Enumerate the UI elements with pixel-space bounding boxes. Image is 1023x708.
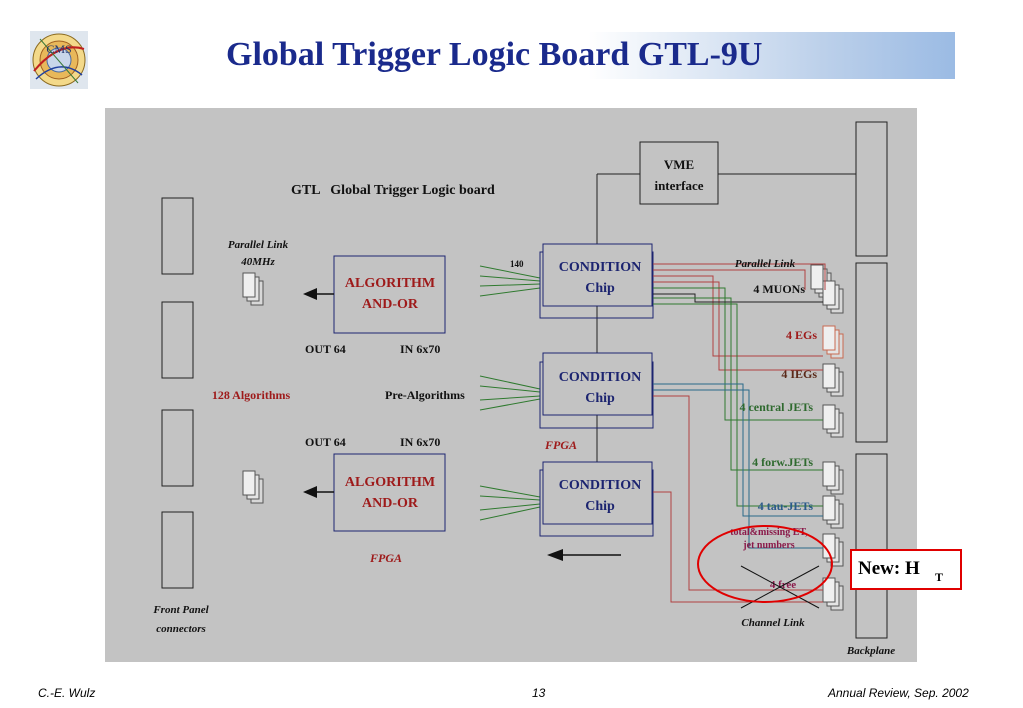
algorithm-box-bottom: [333, 453, 446, 532]
logo-text: CMS: [46, 42, 71, 56]
footer-author: C.-E. Wulz: [38, 686, 96, 700]
parallel-link-left-2: 40MHz: [240, 256, 275, 268]
slide-title: Global Trigger Logic Board GTL-9U: [226, 36, 763, 73]
footer-page-number: 13: [532, 686, 546, 700]
condition-2-label-1: CONDITION: [559, 370, 641, 385]
label-egs: 4 EGs: [786, 328, 817, 342]
algorithm-box-top: [333, 255, 446, 334]
vme-label-2: interface: [654, 178, 703, 193]
card-stack-free: [822, 577, 844, 611]
condition-3-label-2: Chip: [585, 499, 615, 514]
condition-chip-3: [542, 461, 653, 525]
input-lines-mid: [479, 375, 541, 411]
board-title: GTL Global Trigger Logic board: [291, 183, 495, 198]
front-connector-2: [161, 301, 194, 379]
label-total-missing-1: total&missing ET,: [730, 527, 808, 538]
gtl-diagram: VME interface GTL Global Trigger Logic b…: [152, 121, 895, 657]
left-card-stack-top: [242, 272, 264, 306]
front-panel-2: connectors: [156, 623, 206, 635]
backplane-connector-3: [855, 453, 888, 639]
new-ht-subscript: T: [935, 570, 944, 584]
input-lines-top: [479, 265, 541, 297]
cms-logo: CMS: [30, 31, 88, 89]
pre-algorithms: Pre-Algorithms: [385, 388, 465, 402]
fpga-bottom: FPGA: [369, 551, 402, 565]
label-forw-jets: 4 forw.JETs: [752, 455, 813, 469]
card-stack-tau-jets: [822, 495, 844, 529]
front-panel-1: Front Panel: [152, 604, 209, 616]
card-stack-forw-jets: [822, 461, 844, 495]
backplane-connector-2: [855, 262, 888, 443]
label-tau-jets: 4 tau-JETs: [758, 499, 814, 513]
in-bottom: IN 6x70: [400, 435, 440, 449]
label-central-jets: 4 central JETs: [739, 400, 813, 414]
arrow-left-bottom: [303, 486, 317, 498]
label-iegs: 4 IEGs: [781, 367, 817, 381]
backplane-connector-1: [855, 121, 888, 257]
backplane-label: Backplane: [846, 645, 895, 657]
new-ht-label: New: H: [858, 558, 920, 579]
condition-chip-1: [542, 243, 653, 307]
front-connector-1: [161, 197, 194, 275]
condition-chip-2: [542, 352, 653, 416]
in-top: IN 6x70: [400, 342, 440, 356]
parallel-link-left-1: Parallel Link: [228, 239, 289, 251]
card-stack-muons-2: [822, 280, 844, 314]
vme-box: [639, 141, 719, 205]
footer-event: Annual Review, Sep. 2002: [828, 686, 969, 700]
front-connector-4: [161, 511, 194, 589]
condition-2-label-2: Chip: [585, 391, 615, 406]
algorithms-128: 128 Algorithms: [212, 388, 291, 402]
diagram-panel: [105, 108, 917, 662]
out-bottom: OUT 64: [305, 435, 346, 449]
title-bar: [222, 32, 955, 79]
out-top: OUT 64: [305, 342, 346, 356]
new-ht-box: [850, 549, 962, 590]
card-stack-iegs: [822, 363, 844, 397]
condition-3-label-1: CONDITION: [559, 478, 641, 493]
label-muons: 4 MUONs: [753, 282, 805, 296]
card-stack-total: [822, 533, 844, 567]
front-connector-3: [161, 409, 194, 487]
condition-1-label-1: CONDITION: [559, 260, 641, 275]
vme-label-1: VME: [664, 157, 694, 172]
fpga-mid: FPGA: [544, 438, 577, 452]
card-stack-central-jets: [822, 404, 844, 438]
label-total-missing-2: jet numbers: [742, 540, 794, 551]
arrow-left-top: [303, 288, 317, 300]
input-lines-bottom: [479, 485, 541, 521]
card-stack-egs: [822, 325, 844, 359]
algorithm-bottom-2: AND-OR: [362, 496, 419, 511]
parallel-link-right: Parallel Link: [735, 258, 796, 270]
link-lines: [653, 263, 826, 603]
channel-link: Channel Link: [741, 617, 805, 629]
highlight-ellipse: [697, 525, 833, 603]
count-140: 140: [510, 259, 524, 269]
algorithm-bottom-1: ALGORITHM: [345, 475, 435, 490]
left-card-stack-bottom: [242, 470, 264, 504]
algorithm-top-1: ALGORITHM: [345, 276, 435, 291]
arrow-left-chip: [547, 549, 563, 561]
algorithm-top-2: AND-OR: [362, 297, 419, 312]
condition-1-label-2: Chip: [585, 281, 615, 296]
